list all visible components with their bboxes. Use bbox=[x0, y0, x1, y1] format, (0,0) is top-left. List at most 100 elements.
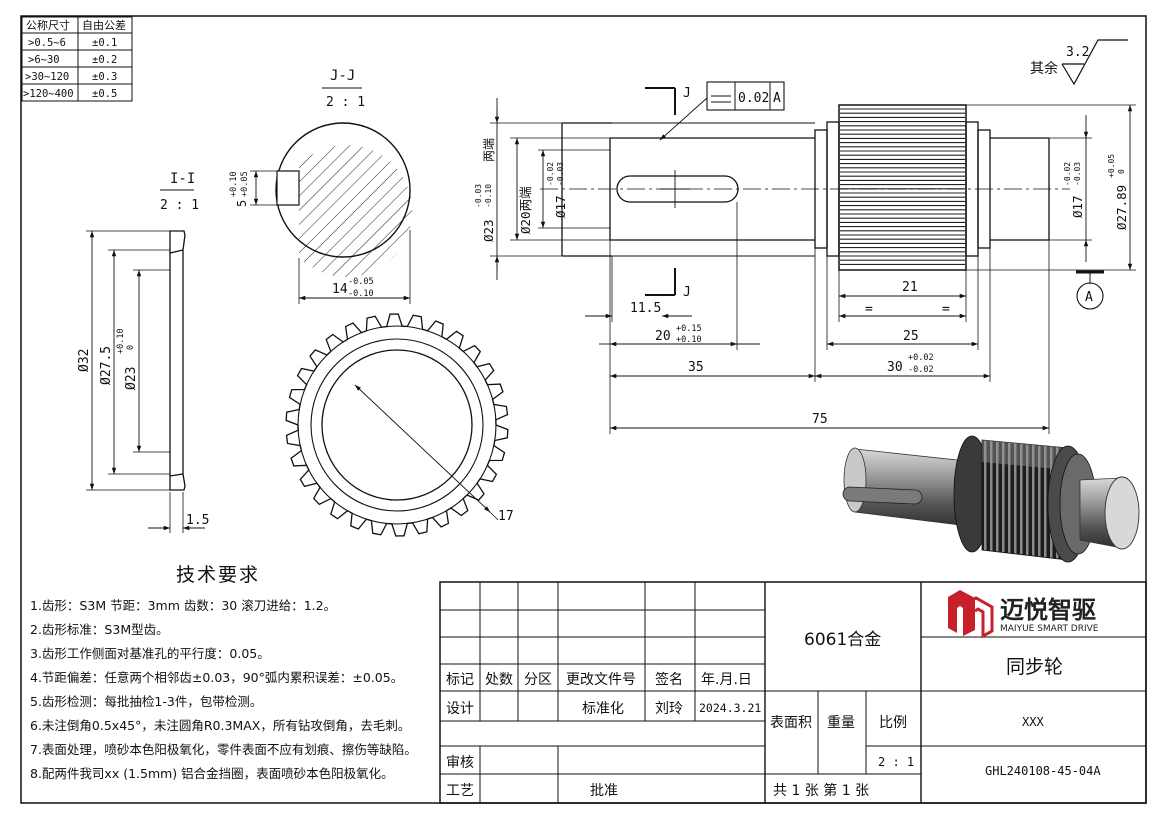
tb-drawing-no: GHL240108-45-04A bbox=[985, 764, 1101, 778]
dim-right-d27-89: Ø27.89 bbox=[1114, 185, 1129, 230]
title-block bbox=[439, 581, 1147, 804]
dim-14-tol-lo: -0.10 bbox=[348, 289, 374, 299]
tolerance-table: 公称尺寸 自由公差 >0.5~6 ±0.1 >6~30 ±0.2 >30~120… bbox=[21, 16, 133, 102]
tb-header-date: 年.月.日 bbox=[701, 672, 752, 688]
dim-d32: Ø32 bbox=[77, 349, 92, 372]
dim-17-gear: 17 bbox=[498, 509, 514, 524]
dim-shaft-d17-tol-up: -0.02 bbox=[546, 162, 555, 186]
dim-20-tol-lo: +0.10 bbox=[676, 335, 702, 345]
dim-d23-tol-up: +0.10 bbox=[116, 328, 126, 354]
dim-right-d27-89-tol-lo: 0 bbox=[1117, 169, 1126, 174]
dim-30-tol-lo: -0.02 bbox=[908, 365, 934, 375]
logo-mark-icon bbox=[948, 590, 975, 636]
tb-header-zone: 分区 bbox=[524, 672, 552, 688]
tol-row-size: >120~400 bbox=[23, 88, 74, 100]
tb-xxx: XXX bbox=[1022, 715, 1044, 729]
tech-req-item: 6.未注倒角0.5x45°，未注圆角R0.3MAX，所有钻攻倒角，去毛刺。 bbox=[30, 718, 411, 733]
gear-root-circle bbox=[297, 325, 497, 525]
tech-req-item: 2.齿形标准：S3M型齿。 bbox=[30, 622, 169, 637]
tb-ratio-value: 2 : 1 bbox=[878, 755, 914, 769]
tech-req-item: 7.表面处理，喷砂本色阳极氧化，零件表面不应有划痕、擦伤等缺陷。 bbox=[30, 742, 417, 757]
tb-ratio: 比例 bbox=[879, 715, 907, 731]
dim-right-d27-89-tol-up: +0.05 bbox=[1107, 154, 1116, 178]
dim-d27-5: Ø27.5 bbox=[99, 346, 114, 385]
section-ii: I-I 2 : 1 Ø32 Ø27.5 Ø23 +0.10 0 1.5 bbox=[77, 171, 209, 533]
roughness-value: 3.2 bbox=[1066, 45, 1089, 60]
dim-right-d17-tol-lo: -0.03 bbox=[1073, 162, 1082, 186]
dim-5-tol-lo: +0.05 bbox=[240, 171, 250, 197]
gear-front-view: 17 bbox=[285, 313, 514, 537]
tech-req-item: 1.齿形：S3M 节距：3mm 齿数：30 滚刀进给：1.2。 bbox=[30, 598, 337, 613]
roughness-symbol: 其余 3.2 bbox=[1030, 39, 1128, 86]
tb-sheets: 共 1 张 第 1 张 bbox=[773, 782, 869, 799]
section-j-top: J bbox=[683, 86, 691, 101]
dim-75: 75 bbox=[812, 412, 828, 427]
section-jj-circle bbox=[275, 122, 411, 258]
tech-req-item: 3.齿形工作侧面对基准孔的平行度：0.05。 bbox=[30, 646, 270, 661]
tol-row-size: >0.5~6 bbox=[28, 37, 66, 49]
section-j-bottom: J bbox=[683, 285, 691, 300]
roughness-label: 其余 bbox=[1030, 60, 1058, 77]
tb-part-name: 同步轮 bbox=[1006, 656, 1063, 678]
tb-approve: 批准 bbox=[590, 783, 618, 799]
dim-21: 21 bbox=[902, 280, 918, 295]
dim-shaft-d20: Ø20两端 bbox=[518, 186, 533, 234]
tech-req-item: 4.节距偏差：任意两个相邻齿±0.03，90°弧内累积误差：±0.05。 bbox=[30, 670, 404, 685]
tech-req-list: 1.齿形：S3M 节距：3mm 齿数：30 滚刀进给：1.2。 2.齿形标准：S… bbox=[30, 594, 440, 786]
shaft-main-view: Ø23 -0.03 -0.10 两端 Ø20两端 Ø17 -0.02 -0.03… bbox=[474, 81, 1136, 434]
dim-25: 25 bbox=[903, 329, 919, 344]
dim-30-tol-up: +0.02 bbox=[908, 353, 934, 363]
dim-right-d17-tol-up: -0.02 bbox=[1063, 162, 1072, 186]
dim-20-tol-up: +0.15 bbox=[676, 324, 702, 334]
dim-11-5: 11.5 bbox=[630, 301, 661, 316]
dim-shaft-d23-tol-lo: -0.10 bbox=[484, 184, 493, 208]
keyway-flat bbox=[276, 170, 300, 206]
dim-shaft-d23: Ø23 bbox=[481, 219, 496, 242]
section-jj: J-J 2 : 1 14 -0.05 -0.10 5 +0.10 +0.05 bbox=[229, 68, 413, 304]
tb-date: 2024.3.21 bbox=[699, 701, 761, 715]
tech-req-item: 5.齿形检测：每批抽检1-3件，包带检测。 bbox=[30, 694, 263, 709]
tb-signer: 刘玲 bbox=[655, 701, 683, 717]
dim-14-tol-up: -0.05 bbox=[348, 277, 374, 287]
tol-row-size: >30~120 bbox=[25, 71, 69, 83]
gdt-datum: A bbox=[773, 91, 781, 106]
tb-standard: 标准化 bbox=[582, 701, 624, 717]
dim-1-5: 1.5 bbox=[186, 513, 209, 528]
dim-5-tol-up: +0.10 bbox=[229, 171, 239, 197]
tol-row-value: ±0.2 bbox=[92, 54, 117, 66]
tb-review: 审核 bbox=[446, 755, 474, 771]
datum-a-label: A bbox=[1085, 290, 1093, 305]
tol-header-size: 公称尺寸 bbox=[26, 18, 70, 32]
tb-process: 工艺 bbox=[446, 783, 474, 799]
part-3d-render bbox=[842, 435, 1140, 563]
dim-14: 14 bbox=[332, 282, 348, 297]
dim-shaft-d17-tol-lo: -0.03 bbox=[556, 162, 565, 186]
section-jj-name: J-J bbox=[330, 68, 355, 84]
dim-35: 35 bbox=[688, 360, 704, 375]
tb-header-sign: 签名 bbox=[655, 671, 683, 688]
dim-shaft-d17: Ø17 bbox=[553, 195, 568, 218]
dim-d23: Ø23 bbox=[124, 367, 139, 390]
tech-req-title: 技术要求 bbox=[176, 564, 261, 586]
keyway-slot bbox=[616, 175, 739, 203]
tb-surface: 表面积 bbox=[770, 715, 812, 731]
dim-d23-tol-lo: 0 bbox=[126, 345, 136, 350]
logo-cn: 迈悦智驱 bbox=[1000, 596, 1096, 624]
tol-row-value: ±0.5 bbox=[92, 88, 117, 100]
logo-en: MAIYUE SMART DRIVE bbox=[1000, 624, 1099, 634]
section-ii-name: I-I bbox=[170, 171, 195, 187]
dim-20: 20 bbox=[655, 329, 671, 344]
dim-30: 30 bbox=[887, 360, 903, 375]
dim-5: 5 bbox=[235, 200, 249, 207]
tb-header-doc: 更改文件号 bbox=[566, 672, 636, 688]
section-jj-scale: 2 : 1 bbox=[326, 95, 365, 110]
tech-req-item: 8.配两件我司xx (1.5mm) 铝合金挡圈，表面喷砂本色阳极氧化。 bbox=[30, 766, 394, 781]
dim-eq-right: = bbox=[942, 302, 950, 317]
section-ii-scale: 2 : 1 bbox=[160, 198, 199, 213]
gear-teeth-lines bbox=[840, 108, 965, 265]
company-logo: 迈悦智驱 MAIYUE SMART DRIVE bbox=[948, 590, 1099, 639]
tb-header-mark: 标记 bbox=[446, 672, 474, 688]
dim-shaft-d23-note: 两端 bbox=[482, 138, 496, 162]
tol-header-tol: 自由公差 bbox=[82, 18, 126, 32]
